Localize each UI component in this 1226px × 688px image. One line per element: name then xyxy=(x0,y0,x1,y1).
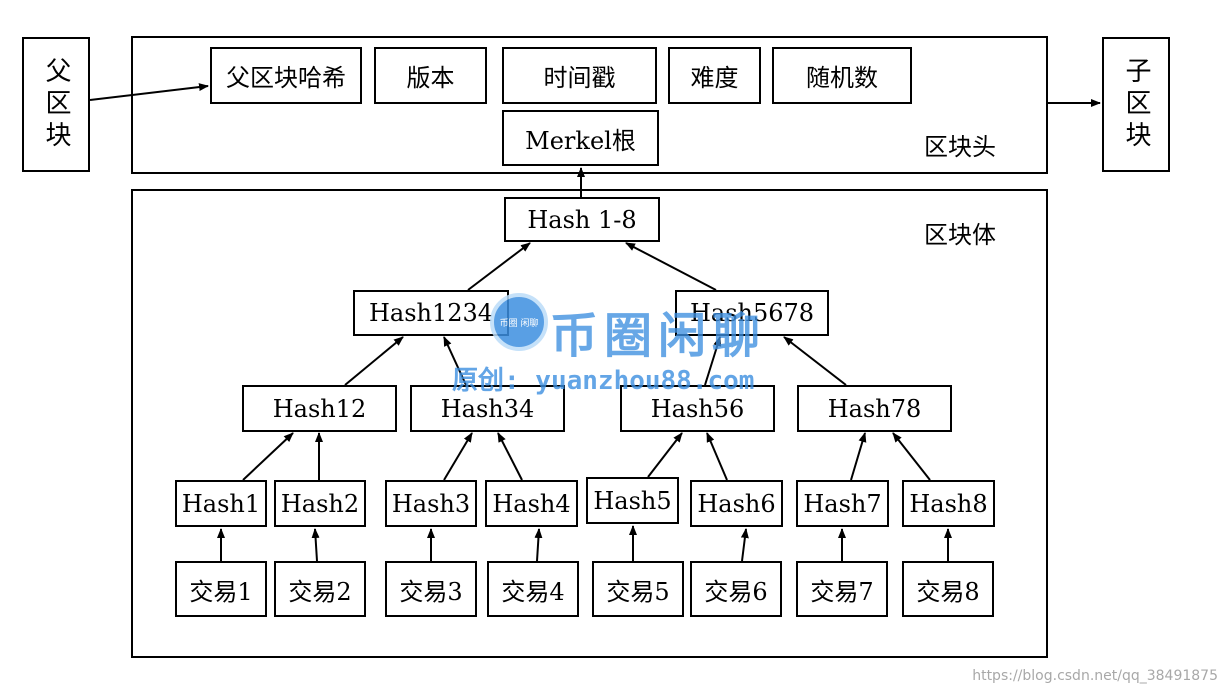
watermark-logo: 币圈 闲聊 xyxy=(490,293,548,351)
header-field-difficulty: 难度 xyxy=(668,47,761,104)
hash-12: Hash12 xyxy=(242,385,397,432)
header-field-version: 版本 xyxy=(374,47,487,104)
leaf-hash: Hash6 xyxy=(690,480,783,527)
header-field-timestamp: 时间戳 xyxy=(502,47,657,104)
hash-1234: Hash1234 xyxy=(353,290,509,336)
hash-5678: Hash5678 xyxy=(675,290,829,336)
watermark-logo-text: 币圈 闲聊 xyxy=(499,318,539,329)
arrow-1234-to-root xyxy=(467,242,531,291)
arrow-5678-to-root xyxy=(625,242,717,291)
arrow-tx2-to-h2 xyxy=(311,528,320,562)
leaf-hash: Hash1 xyxy=(175,480,267,527)
hash-root: Hash 1-8 xyxy=(504,197,660,242)
arrow-56-to-5678 xyxy=(704,336,722,386)
leaf-hash: Hash8 xyxy=(902,480,995,527)
arrow-h7-to-78 xyxy=(850,432,867,481)
leaf-hash: Hash3 xyxy=(385,480,477,527)
block-body-frame xyxy=(131,189,1048,658)
transaction: 交易7 xyxy=(796,561,888,617)
transaction: 交易6 xyxy=(690,561,782,617)
leaf-hash: Hash5 xyxy=(586,477,679,524)
header-field-nonce: 随机数 xyxy=(772,47,912,104)
block-body-label: 区块体 xyxy=(924,221,996,249)
arrow-78-to-5678 xyxy=(783,336,847,386)
header-field-parent-hash: 父区块哈希 xyxy=(210,47,362,104)
transaction: 交易1 xyxy=(175,561,267,617)
transaction: 交易8 xyxy=(902,561,994,617)
watermark-title: 币圈闲聊 xyxy=(550,308,767,364)
child-block-label: 子区块 xyxy=(1121,56,1151,153)
arrow-h3-to-34 xyxy=(443,432,473,481)
leaf-hash: Hash7 xyxy=(796,480,889,527)
parent-block-label: 父区块 xyxy=(41,56,71,153)
arrow-h1-to-12 xyxy=(242,432,294,481)
transaction: 交易2 xyxy=(274,561,366,617)
hash-56: Hash56 xyxy=(620,385,775,432)
transaction: 交易4 xyxy=(487,561,579,617)
hash-34: Hash34 xyxy=(410,385,565,432)
hash-78: Hash78 xyxy=(797,385,952,432)
arrow-tx4-to-h4 xyxy=(534,528,543,562)
transaction: 交易3 xyxy=(385,561,477,617)
arrow-12-to-1234 xyxy=(344,336,404,386)
transaction: 交易5 xyxy=(592,561,684,617)
parent-block: 父区块 xyxy=(22,37,90,172)
arrow-h4-to-34 xyxy=(497,432,523,481)
arrow-tx6-to-h6 xyxy=(740,528,749,562)
arrow-h8-to-78 xyxy=(892,432,931,481)
child-block: 子区块 xyxy=(1102,37,1170,172)
block-header-frame xyxy=(131,36,1048,174)
source-credit: https://blog.csdn.net/qq_38491875 xyxy=(972,668,1218,684)
arrow-parent-to-hash xyxy=(89,83,209,101)
arrow-h5-to-56 xyxy=(647,432,683,478)
leaf-hash: Hash4 xyxy=(485,480,578,527)
watermark-subtitle: 原创: yuanzhou88.com xyxy=(452,366,755,396)
arrow-34-to-1234 xyxy=(443,336,467,386)
merkel-root: Merkel根 xyxy=(502,110,659,166)
arrow-h6-to-56 xyxy=(706,432,728,481)
block-header-label: 区块头 xyxy=(924,133,996,161)
leaf-hash: Hash2 xyxy=(274,480,366,527)
